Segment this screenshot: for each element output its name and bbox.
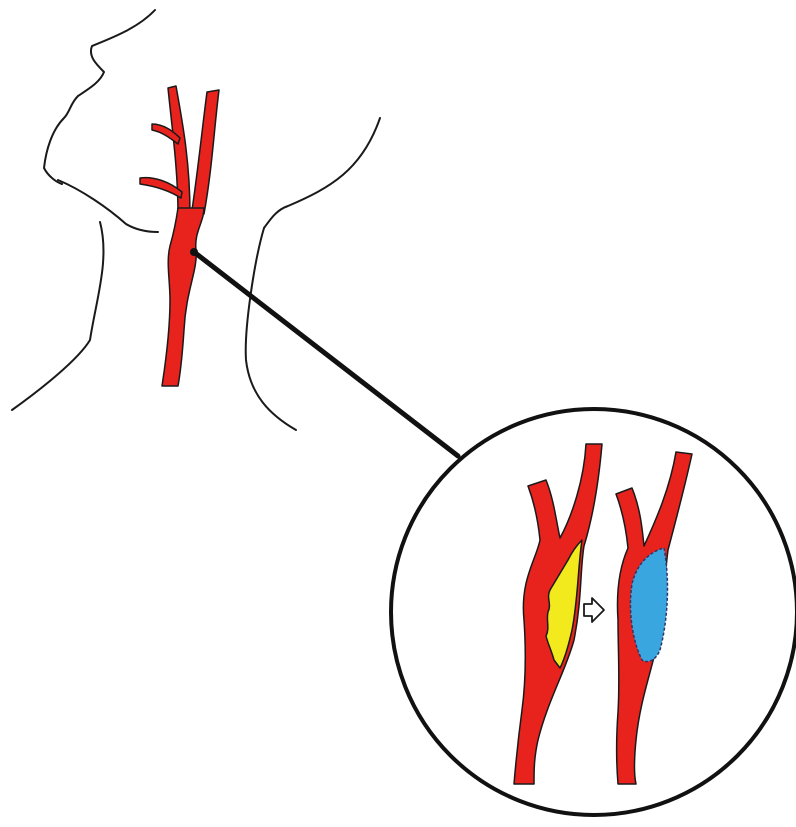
magnified-circle-inset: [391, 409, 796, 815]
internal-carotid-branch: [192, 90, 219, 214]
front-neck-line: [12, 222, 104, 410]
jaw-line: [58, 180, 158, 232]
back-neck-line: [264, 118, 380, 228]
common-carotid-artery: [162, 208, 204, 386]
leader-origin-dot: [190, 248, 198, 256]
carotid-artery-bifurcation: [140, 86, 219, 386]
face-profile-line: [44, 10, 155, 184]
lower-side-branch: [140, 178, 182, 198]
leader-line: [190, 248, 458, 456]
back-neck-lower-line: [246, 228, 296, 430]
